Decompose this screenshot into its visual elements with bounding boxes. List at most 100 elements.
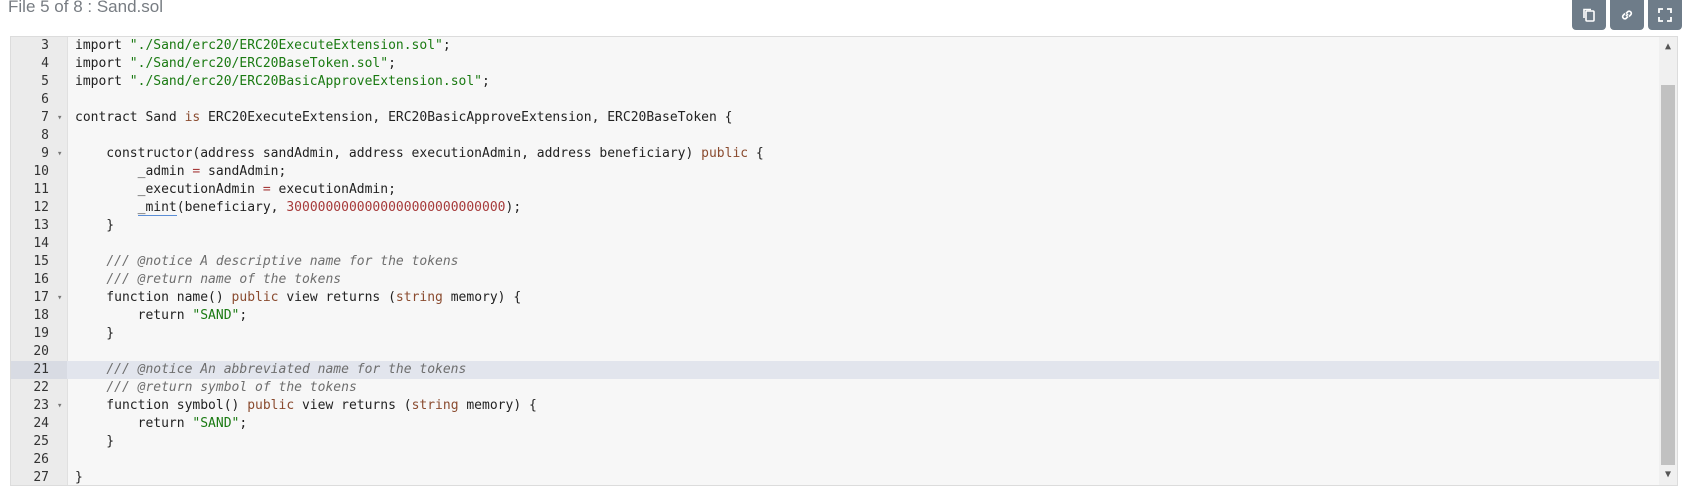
fold-toggle-icon[interactable]: ▾ [57, 293, 63, 303]
code-line[interactable]: 6 [11, 91, 1677, 109]
fold-toggle-icon[interactable]: ▾ [57, 401, 63, 411]
file-title: File 5 of 8 : Sand.sol [8, 0, 163, 16]
line-number-cell: 21 [11, 361, 67, 379]
code-token: { [748, 146, 764, 161]
code-line[interactable]: 20 [11, 343, 1677, 361]
code-token: public [701, 146, 749, 161]
code-line[interactable]: 25 } [11, 433, 1677, 451]
line-number: 22 [33, 380, 49, 395]
code-token: ); [505, 200, 522, 215]
code-line[interactable]: 5 import "./Sand/erc20/ERC20BasicApproveE… [11, 73, 1677, 91]
code-line[interactable]: 19 } [11, 325, 1677, 343]
line-number: 12 [33, 200, 49, 215]
code-token: public [231, 290, 279, 305]
line-number: 14 [33, 236, 49, 251]
line-number-cell: 24 [11, 415, 67, 433]
code-token: ; [388, 56, 396, 71]
code-line[interactable]: 17 ▾ function name() public view returns … [11, 289, 1677, 307]
line-number: 26 [33, 452, 49, 467]
code-text: contract Sand is ERC20ExecuteExtension, … [75, 109, 732, 127]
code-text: _admin = sandAdmin; [75, 163, 287, 181]
code-text: /// @notice An abbreviated name for the … [75, 361, 466, 379]
code-token: ; [239, 308, 248, 323]
code-token: view returns ( [294, 398, 412, 413]
line-number: 5 [41, 74, 49, 89]
code-text: function name() public view returns (str… [75, 289, 521, 307]
code-token: "SAND" [192, 308, 240, 323]
editor-toolbar [1572, 0, 1682, 30]
code-line[interactable]: 7▾contract Sand is ERC20ExecuteExtension… [11, 109, 1677, 127]
line-number: 25 [33, 434, 49, 449]
code-token: import [75, 38, 130, 53]
line-number: 6 [41, 92, 49, 107]
code-line[interactable]: 27} [11, 469, 1677, 485]
line-number: 10 [33, 164, 49, 179]
link-icon [1621, 10, 1633, 20]
code-text: /// @return name of the tokens [75, 271, 341, 289]
line-number: 23 [33, 398, 49, 413]
line-number-cell: 18 [11, 307, 67, 325]
line-number: 27 [33, 470, 49, 485]
code-line[interactable]: 9▾ constructor(address sandAdmin, addres… [11, 145, 1677, 163]
code-text: import "./Sand/erc20/ERC20BasicApproveEx… [75, 73, 490, 91]
code-token: _executionAdmin [75, 182, 263, 197]
code-line[interactable]: 18 return "SAND"; [11, 307, 1677, 325]
code-token: return [75, 308, 193, 323]
line-number-cell: 17 ▾ [11, 289, 67, 307]
code-token: _admin [75, 164, 193, 179]
code-token [75, 380, 106, 395]
code-text: /// @notice A descriptive name for the t… [75, 253, 459, 271]
code-text: return "SAND"; [75, 307, 248, 325]
fullscreen-button[interactable] [1648, 0, 1682, 30]
copy-button[interactable] [1572, 0, 1606, 30]
code-line[interactable]: 23▾ function symbol() public view return… [11, 397, 1677, 415]
code-line[interactable]: 14 [11, 235, 1677, 253]
scroll-up-arrow-icon[interactable]: ▲ [1664, 41, 1672, 52]
code-line[interactable]: 26 [11, 451, 1677, 469]
code-token: ; [482, 74, 490, 89]
code-line[interactable]: 13 } [11, 217, 1677, 235]
line-number: 17 [33, 290, 49, 305]
code-line[interactable]: 16 /// @return name of the tokens [11, 271, 1677, 289]
code-line[interactable]: 15 /// @notice A descriptive name for th… [11, 253, 1677, 271]
code-line[interactable]: 21 /// @notice An abbreviated name for t… [11, 361, 1677, 379]
code-line[interactable]: 12 _mint(beneficiary, 300000000000000000… [11, 199, 1677, 217]
code-token: /// @notice A descriptive name for the t… [106, 254, 459, 269]
code-token: ; [239, 416, 248, 431]
code-token: _mint [137, 200, 177, 216]
code-text: } [75, 433, 114, 451]
fold-toggle-icon[interactable]: ▾ [57, 113, 63, 123]
code-token: memory) { [442, 290, 522, 305]
code-token: is [184, 110, 201, 125]
code-line[interactable]: 22 /// @return symbol of the tokens [11, 379, 1677, 397]
code-line[interactable]: 11 _executionAdmin = executionAdmin; [11, 181, 1677, 199]
line-number: 11 [33, 182, 49, 197]
link-button[interactable] [1610, 0, 1644, 30]
line-number-cell: 23 ▾ [11, 397, 67, 415]
line-number-cell: 26 [11, 451, 67, 469]
code-token: = [192, 164, 201, 179]
code-token: import [75, 74, 130, 89]
scroll-down-arrow-icon[interactable]: ▼ [1664, 469, 1672, 480]
code-token [75, 272, 106, 287]
code-text: return "SAND"; [75, 415, 248, 433]
line-number-cell: 8 [11, 127, 67, 145]
line-number: 18 [33, 308, 49, 323]
code-line[interactable]: 24 return "SAND"; [11, 415, 1677, 433]
line-number: 7 [41, 110, 49, 125]
code-line[interactable]: 8 [11, 127, 1677, 145]
vertical-scrollbar[interactable]: ▲ ▼ [1659, 37, 1677, 485]
fold-toggle-icon[interactable]: ▾ [57, 149, 63, 159]
code-text: _mint(beneficiary, 300000000000000000000… [75, 199, 521, 217]
scrollbar-thumb[interactable] [1661, 85, 1675, 465]
code-token: sandAdmin; [200, 164, 287, 179]
code-text: /// @return symbol of the tokens [75, 379, 356, 397]
line-number-cell: 7▾ [11, 109, 67, 127]
line-number: 13 [33, 218, 49, 233]
code-token: import [75, 56, 130, 71]
code-line[interactable]: 10 _admin = sandAdmin; [11, 163, 1677, 181]
line-number: 24 [33, 416, 49, 431]
